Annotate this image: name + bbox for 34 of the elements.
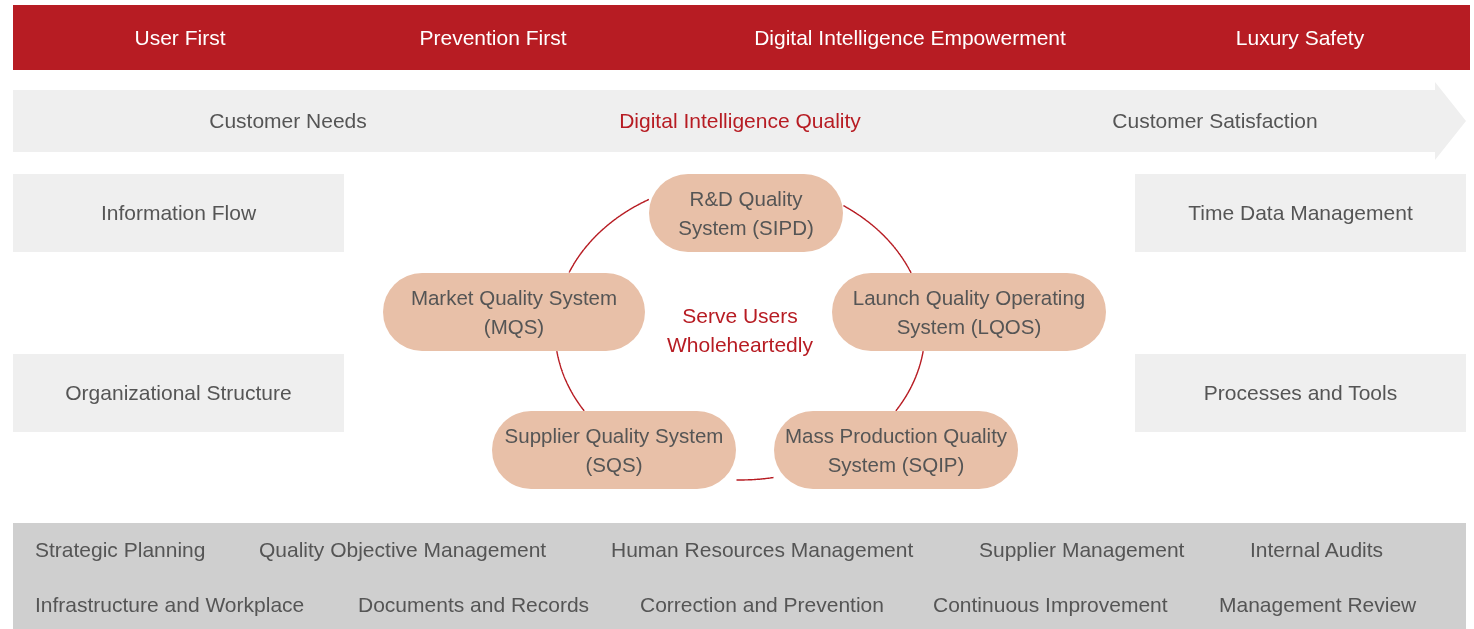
pill-text: R&D Quality System (SIPD) (677, 186, 815, 241)
panel-item-text: Documents and Records (358, 593, 590, 617)
box-text: Organizational Structure (65, 381, 292, 405)
panel-item-text: Continuous Improvement (933, 593, 1168, 617)
cycle-line (735, 476, 775, 481)
foundation-panel (13, 523, 1466, 629)
cycle-line (556, 350, 585, 412)
flow-text: Customer Needs (209, 109, 367, 133)
panel-item-text: Infrastructure and Workplace (35, 593, 305, 617)
band-text: Luxury Safety (1235, 25, 1365, 50)
pill-text: Mass Production Quality System (SQIP) (783, 423, 1009, 478)
panel-item-text: Strategic Planning (35, 538, 206, 562)
panel-item-text: Supplier Management (979, 538, 1185, 562)
box-text: Processes and Tools (1203, 381, 1398, 405)
flow-text: Customer Satisfaction (1112, 109, 1318, 133)
cycle-line (895, 350, 924, 412)
panel-item-text: Human Resources Management (611, 538, 914, 562)
pill-text: Launch Quality Operating System (LQOS) (851, 285, 1087, 340)
band-text: Prevention First (419, 25, 567, 50)
cycle-line (568, 198, 650, 274)
band-text: User First (134, 25, 226, 50)
panel-item-text: Correction and Prevention (640, 593, 884, 617)
box-text: Time Data Management (1188, 201, 1413, 225)
header-band (13, 5, 1470, 70)
pill-text: Market Quality System (MQS) (409, 285, 619, 340)
panel-item-text: Internal Audits (1250, 538, 1384, 562)
band-text: Digital Intelligence Empowerment (754, 25, 1066, 50)
pill-text: Supplier Quality System (SQS) (503, 423, 725, 478)
panel-item-text: Management Review (1219, 593, 1417, 617)
flow-text: Digital Intelligence Quality (619, 109, 861, 133)
center-text: Serve Users Wholeheartedly (666, 303, 814, 358)
box-text: Information Flow (100, 201, 257, 225)
cycle-line (842, 204, 912, 274)
panel-item-text: Quality Objective Management (259, 538, 547, 562)
